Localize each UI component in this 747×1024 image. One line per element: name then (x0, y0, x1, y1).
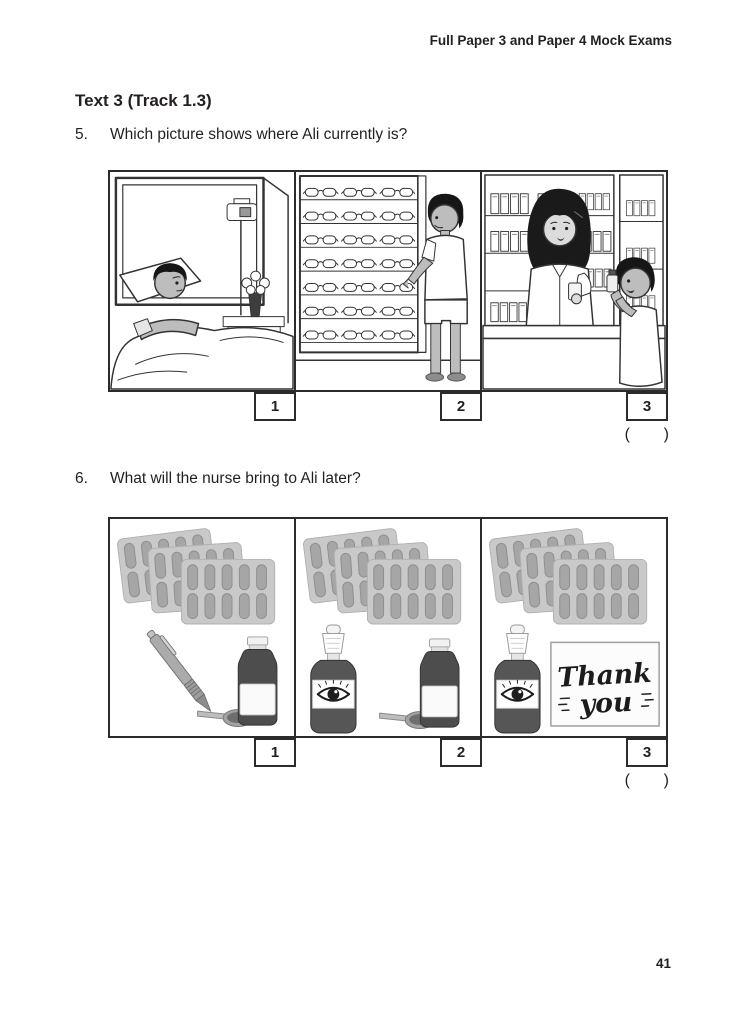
option-number: 3 (642, 744, 652, 761)
thank-you-card: Thank you (550, 641, 660, 727)
q5-option-2-number-box: 2 (440, 392, 482, 421)
q6-option-2-number-box: 2 (440, 738, 482, 767)
option-number: 3 (642, 398, 652, 415)
eye-drops-bottle-icon (493, 624, 542, 735)
section-title: Text 3 (Track 1.3) (75, 91, 212, 110)
running-header: Full Paper 3 and Paper 4 Mock Exams (429, 33, 672, 48)
q5-answer-brackets: ( ) (624, 426, 670, 443)
q6-option-3-panel: Thank you 3 (480, 519, 668, 767)
q6-option-2-panel: 2 (294, 519, 482, 767)
question-6-picture-strip: 1 2 (108, 517, 668, 767)
thank-you-card-line2: you (578, 687, 633, 721)
question-5-number: 5. (75, 126, 88, 143)
question-6-text: What will the nurse bring to Ali later? (110, 470, 361, 487)
q6-option-1-panel: 1 (110, 519, 296, 767)
q5-option-1-number-box: 1 (254, 392, 296, 421)
option-number: 2 (456, 398, 466, 415)
option-number: 2 (456, 744, 466, 761)
q6-option-3-number-box: 3 (626, 738, 668, 767)
syrup-bottle-icon (419, 638, 460, 728)
blister-pills-eye-drops-and-syrup-bottle-with-spoon (302, 527, 462, 735)
blister-pills-pen-and-syrup-bottle-with-spoon (116, 527, 278, 728)
pen-icon (144, 626, 218, 715)
eye-drops-bottle-icon (309, 624, 358, 735)
option-number: 1 (270, 398, 280, 415)
question-5-text: Which picture shows where Ali currently … (110, 126, 408, 143)
question-6: 6. What will the nurse bring to Ali late… (75, 470, 361, 488)
syrup-bottle-icon (237, 636, 278, 726)
question-5: 5. Which picture shows where Ali current… (75, 126, 407, 144)
question-6-number: 6. (75, 470, 88, 487)
page-number: 41 (655, 956, 671, 971)
q6-option-1-number-box: 1 (254, 738, 296, 767)
q6-answer-brackets: ( ) (624, 772, 670, 789)
option-number: 1 (270, 744, 280, 761)
q5-option-3-panel: 3 (480, 172, 668, 421)
boy-in-hospital-bed-scene (110, 176, 294, 390)
blister-pills-eye-drops-and-thank-you-card: Thank you (488, 527, 660, 735)
question-5-picture-strip: 1 (108, 170, 668, 421)
boy-choosing-glasses-at-optical-shop-scene (296, 174, 480, 382)
q5-option-2-panel: 2 (294, 172, 482, 421)
boy-receiving-medicine-from-pharmacist-scene (482, 174, 666, 390)
q5-option-3-number-box: 3 (626, 392, 668, 421)
q5-option-1-panel: 1 (110, 172, 296, 421)
thank-you-card-line1: Thank (557, 658, 652, 694)
